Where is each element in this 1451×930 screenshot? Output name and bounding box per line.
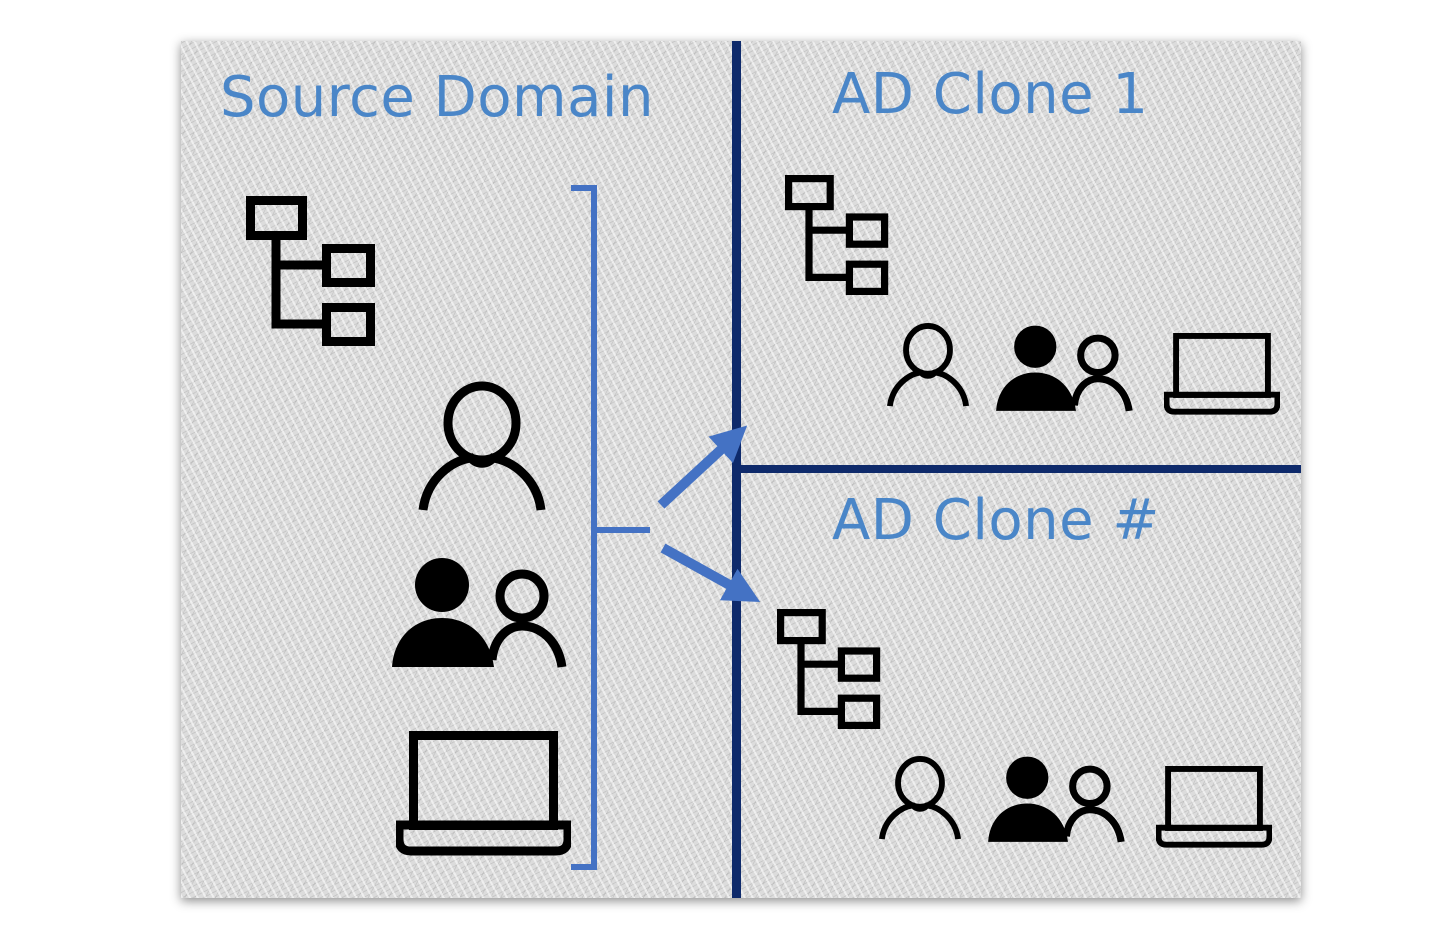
panel-divider-vertical	[732, 41, 741, 898]
ad-clone-n-title: AD Clone #	[832, 488, 1160, 553]
source-domain-title: Source Domain	[220, 65, 654, 130]
panel-divider-horizontal	[741, 465, 1301, 473]
source-bracket	[571, 185, 650, 870]
ad-clone-1-title: AD Clone 1	[832, 62, 1149, 127]
arrow-to-clone-1	[657, 425, 748, 509]
arrow-to-clone-n	[660, 543, 761, 602]
